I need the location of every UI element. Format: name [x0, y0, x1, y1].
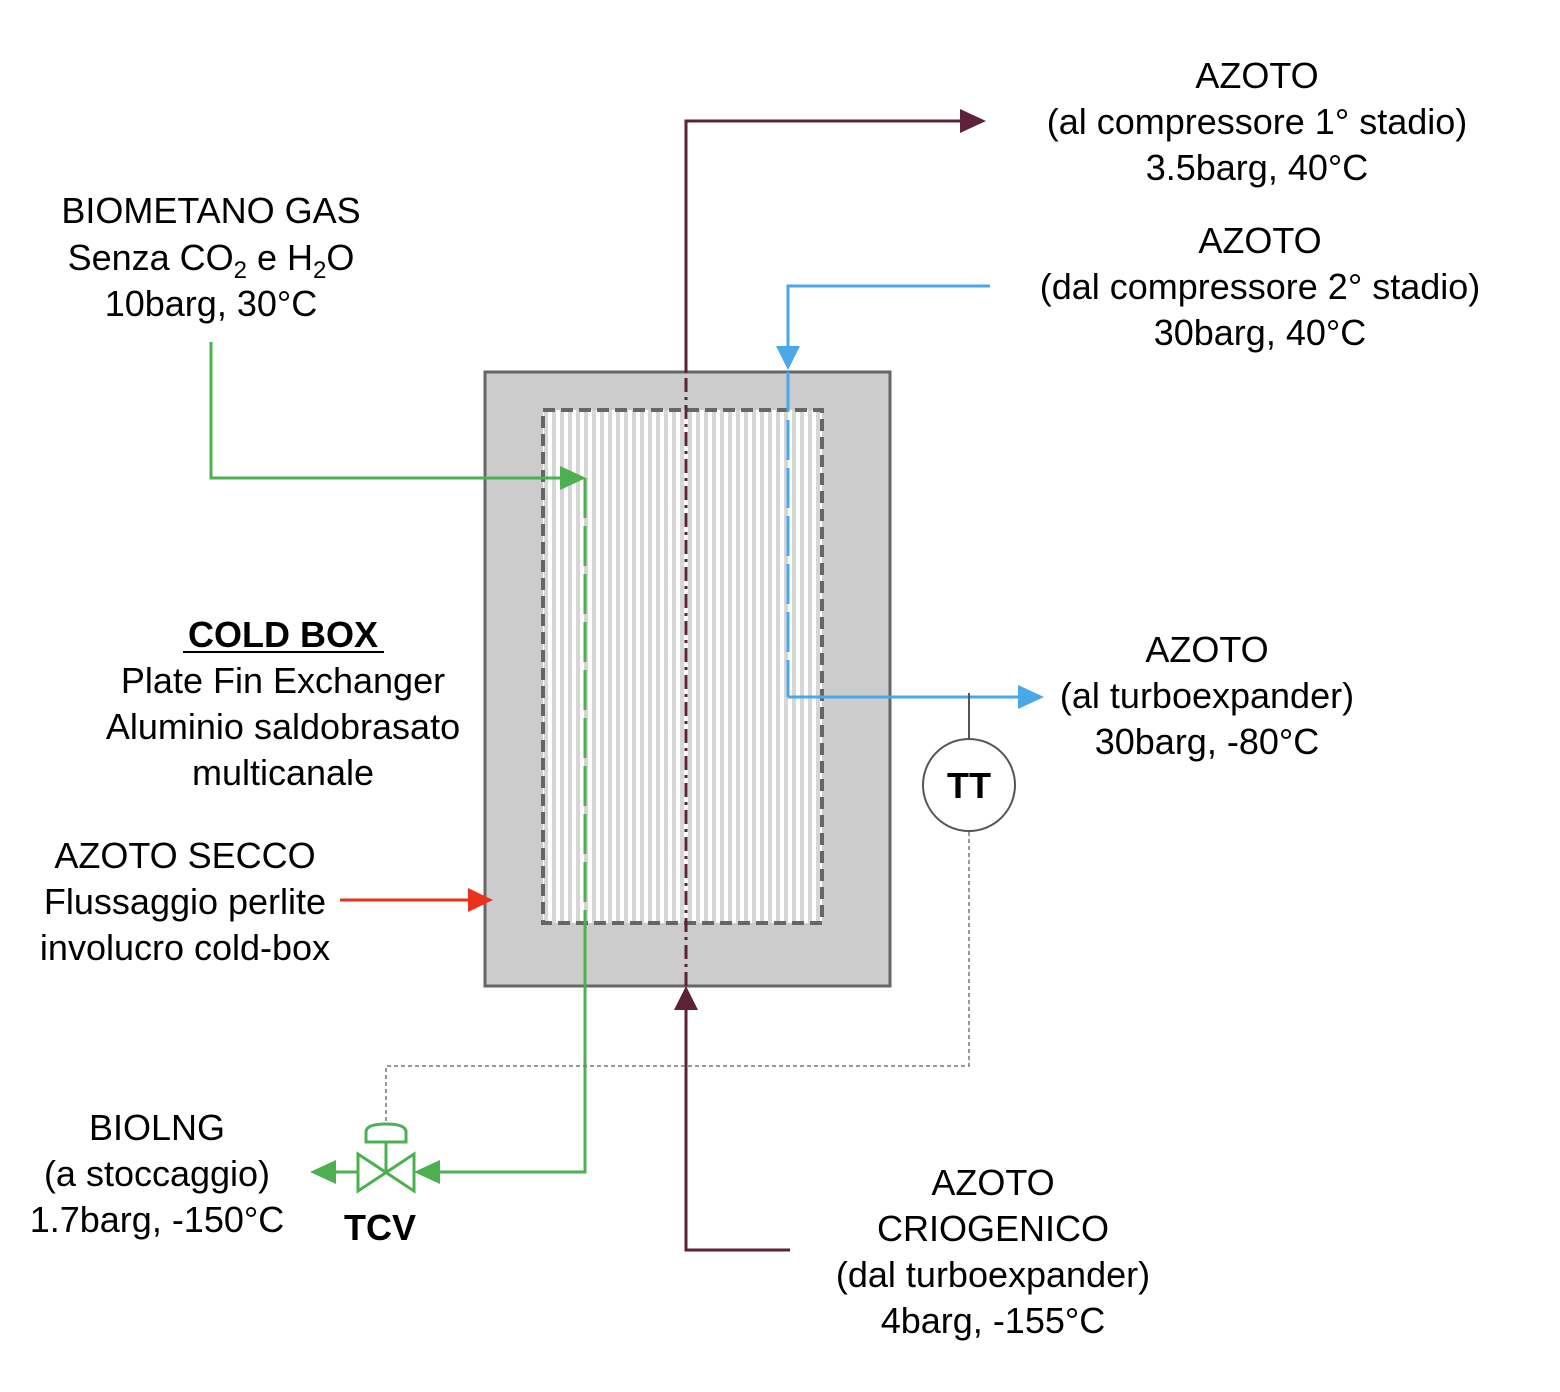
- svg-text:(al compressore 1° stadio): (al compressore 1° stadio): [1047, 101, 1468, 142]
- svg-text:AZOTO: AZOTO: [1198, 220, 1321, 261]
- arrow-right-icon: [1018, 685, 1044, 709]
- azoto-turboexpander-label: AZOTO (al turboexpander) 30barg, -80°C: [1060, 629, 1354, 762]
- svg-text:(a stoccaggio): (a stoccaggio): [44, 1153, 270, 1194]
- svg-text:10barg, 30°C: 10barg, 30°C: [105, 283, 318, 324]
- svg-text:4barg, -155°C: 4barg, -155°C: [881, 1300, 1106, 1341]
- biolng-label: BIOLNG (a stoccaggio) 1.7barg, -150°C: [30, 1107, 285, 1240]
- tcv-valve-icon[interactable]: [356, 1122, 416, 1194]
- svg-text:AZOTO: AZOTO: [931, 1162, 1054, 1203]
- azoto-criogenico-label: AZOTO CRIOGENICO (dal turboexpander) 4ba…: [836, 1162, 1150, 1341]
- cold-box-label: COLD BOX Plate Fin Exchanger Aluminio sa…: [106, 614, 460, 793]
- svg-text:BIOLNG: BIOLNG: [89, 1107, 225, 1148]
- arrow-left-icon: [310, 1160, 336, 1184]
- svg-text:COLD BOX: COLD BOX: [188, 614, 378, 655]
- svg-text:involucro cold-box: involucro cold-box: [40, 927, 330, 968]
- svg-text:BIOMETANO GAS: BIOMETANO GAS: [61, 190, 360, 231]
- svg-text:30barg, -80°C: 30barg, -80°C: [1095, 721, 1320, 762]
- azoto-out-compressor1-label: AZOTO (al compressore 1° stadio) 3.5barg…: [1047, 55, 1468, 188]
- svg-text:(dal compressore 2° stadio): (dal compressore 2° stadio): [1040, 266, 1481, 307]
- arrow-left-icon: [414, 1160, 440, 1184]
- arrow-right-icon: [468, 888, 493, 912]
- control-signal-line: [385, 832, 970, 1122]
- svg-text:Senza CO2 e H2O: Senza CO2 e H2O: [68, 237, 355, 284]
- tt-transmitter[interactable]: [922, 738, 1016, 832]
- arrow-down-icon: [776, 346, 800, 370]
- svg-text:Aluminio saldobrasato: Aluminio saldobrasato: [106, 706, 460, 747]
- biometano-label: BIOMETANO GAS Senza CO2 e H2O 10barg, 30…: [61, 190, 360, 324]
- maroon-nitrogen-line: [684, 119, 962, 1252]
- azoto-secco-label: AZOTO SECCO Flussaggio perlite involucro…: [40, 835, 330, 968]
- tcv-label: TCV: [344, 1207, 416, 1248]
- svg-text:30barg, 40°C: 30barg, 40°C: [1154, 312, 1367, 353]
- svg-text:(dal turboexpander): (dal turboexpander): [836, 1254, 1150, 1295]
- arrow-right-icon: [960, 109, 986, 133]
- svg-text:AZOTO: AZOTO: [1195, 55, 1318, 96]
- svg-text:Flussaggio perlite: Flussaggio perlite: [44, 881, 326, 922]
- tt-label: TT: [947, 765, 991, 806]
- arrow-up-icon: [674, 986, 698, 1010]
- svg-text:AZOTO: AZOTO: [1145, 629, 1268, 670]
- green-biomethane-line: [209, 342, 587, 1174]
- svg-text:(al turboexpander): (al turboexpander): [1060, 675, 1354, 716]
- svg-text:Plate Fin Exchanger: Plate Fin Exchanger: [121, 660, 445, 701]
- svg-text:3.5barg, 40°C: 3.5barg, 40°C: [1146, 147, 1369, 188]
- svg-text:1.7barg, -150°C: 1.7barg, -150°C: [30, 1199, 285, 1240]
- svg-text:AZOTO SECCO: AZOTO SECCO: [54, 835, 315, 876]
- svg-text:multicanale: multicanale: [192, 752, 374, 793]
- blue-nitrogen-line: [786, 284, 1020, 699]
- azoto-in-compressor2-label: AZOTO (dal compressore 2° stadio) 30barg…: [1040, 220, 1481, 353]
- exchanger-fins: [543, 410, 822, 923]
- svg-text:CRIOGENICO: CRIOGENICO: [877, 1208, 1109, 1249]
- arrow-right-icon: [560, 466, 586, 490]
